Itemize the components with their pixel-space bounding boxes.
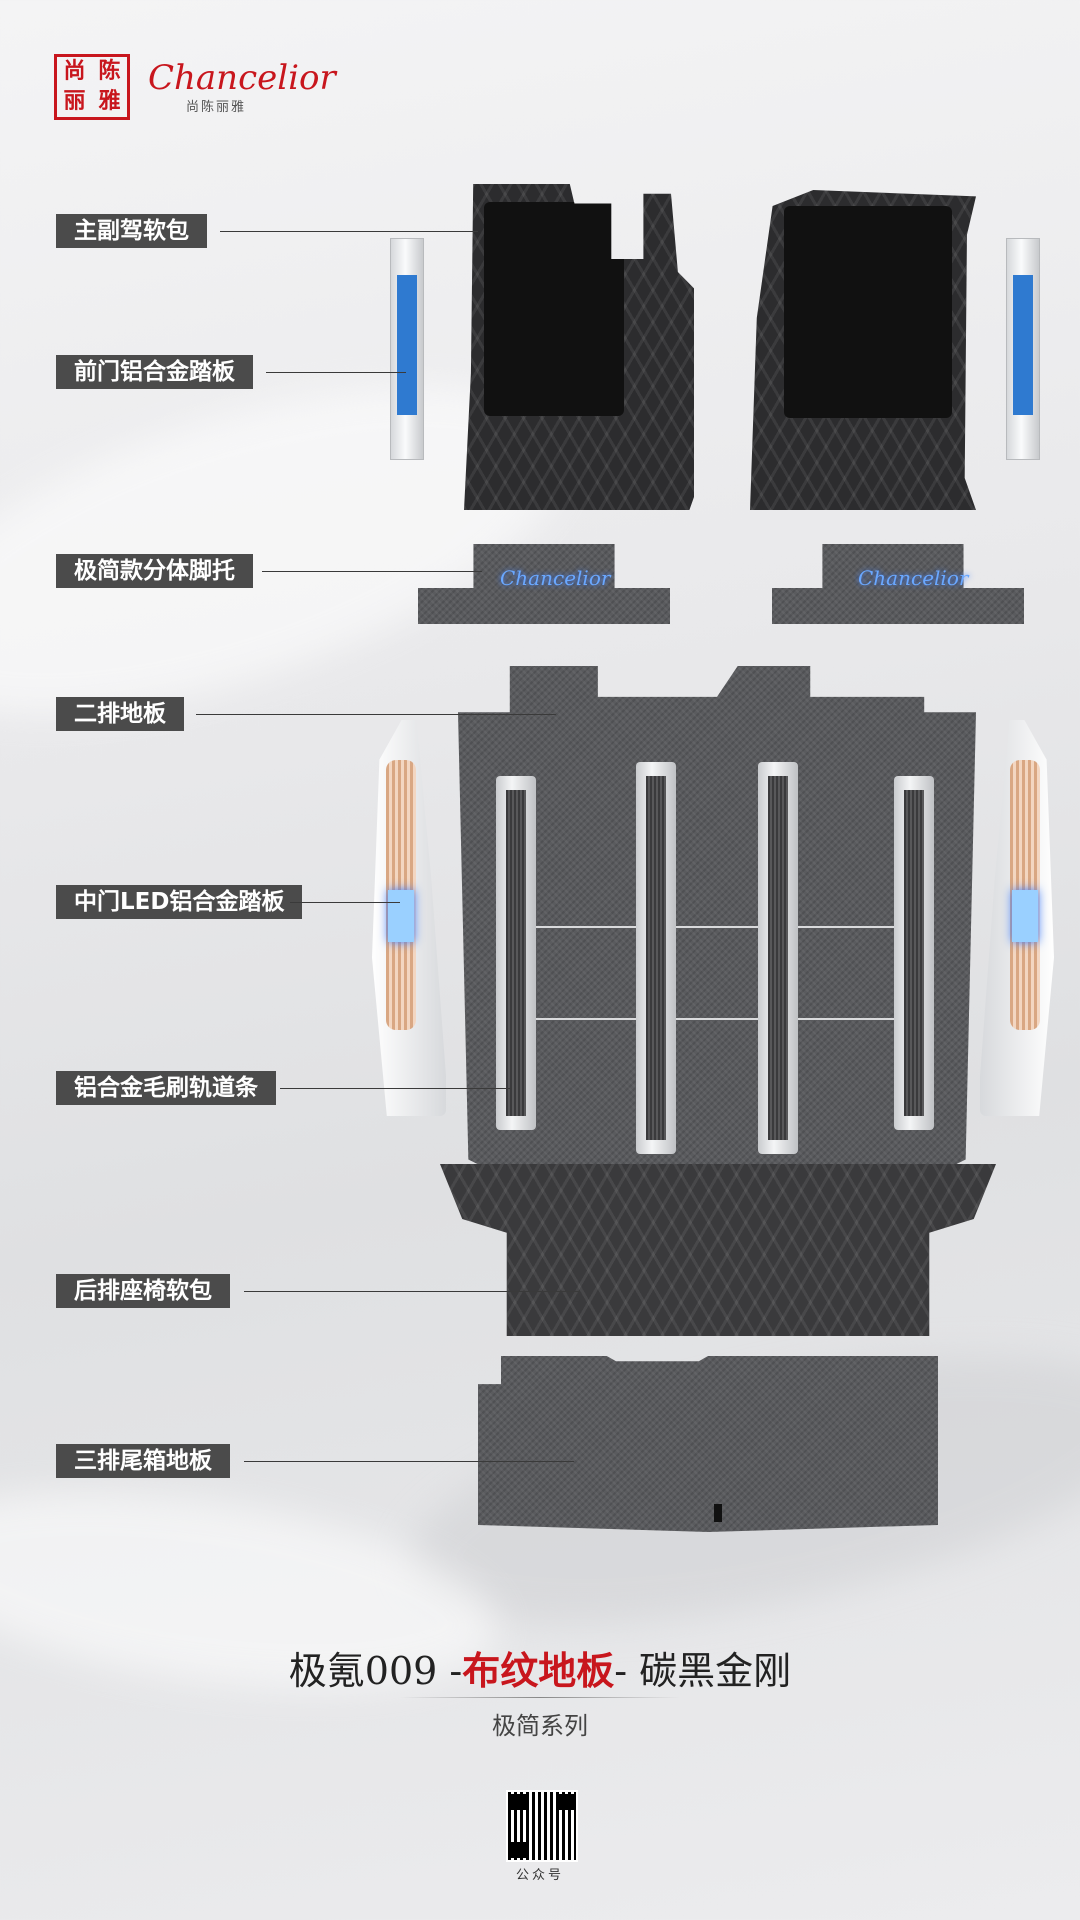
leader-line	[266, 372, 406, 373]
front-door-sill-right	[1006, 238, 1040, 460]
logo-seal-char: 尚	[63, 59, 86, 84]
second-row-floor	[458, 666, 976, 1180]
footrest-led-logo: Chancelior	[858, 566, 969, 590]
trunk-floor	[478, 1356, 938, 1532]
product-title-model: 极氪009 -	[288, 1649, 463, 1693]
qr-caption: 公众号	[515, 1868, 564, 1883]
part-label-rear-seat-mat: 后排座椅软包	[56, 1274, 230, 1308]
leader-line	[244, 1461, 574, 1462]
sill-led-panel	[1012, 890, 1038, 942]
logo-seal-char: 陈	[98, 59, 121, 84]
brand-logo: 尚陈 丽雅	[54, 54, 130, 120]
floor-seam	[518, 926, 918, 928]
trunk-handle	[714, 1504, 722, 1522]
leader-line	[280, 1088, 512, 1089]
qr-code[interactable]	[506, 1790, 578, 1862]
leader-line	[220, 231, 478, 232]
product-subtitle: 极简系列	[492, 1712, 588, 1740]
track-rail	[758, 762, 798, 1154]
middle-door-sill-left	[372, 720, 446, 1116]
product-title-color: - 碳黑金刚	[614, 1649, 792, 1693]
passenger-mat-carpet	[784, 206, 952, 418]
sill-blue-panel	[1013, 275, 1033, 415]
logo-seal-char: 雅	[98, 89, 121, 114]
brand-name: Chancelior	[148, 58, 336, 98]
part-label-front-seat-mat: 主副驾软包	[56, 214, 207, 248]
front-door-sill-left	[390, 238, 424, 460]
footrest-led-logo: Chancelior	[500, 566, 611, 590]
title-divider	[400, 1697, 680, 1698]
leader-line	[262, 571, 482, 572]
logo-seal-char: 丽	[63, 89, 86, 114]
rear-seat-mat	[440, 1164, 996, 1336]
part-label-middle-door-sill: 中门LED铝合金踏板	[56, 885, 303, 919]
leader-line	[196, 714, 556, 715]
track-rail	[636, 762, 676, 1154]
brand-name-cn: 尚陈丽雅	[186, 100, 247, 115]
leader-line	[244, 1291, 580, 1292]
sill-led-panel	[388, 890, 414, 942]
track-rail	[496, 776, 536, 1130]
driver-mat-carpet	[484, 202, 624, 416]
leader-line	[290, 902, 400, 903]
sill-blue-panel	[397, 275, 417, 415]
middle-door-sill-right	[980, 720, 1054, 1116]
part-label-second-row-floor: 二排地板	[56, 697, 184, 731]
track-rail	[894, 776, 934, 1130]
part-label-front-door-sill: 前门铝合金踏板	[56, 355, 253, 389]
part-label-track-rail: 铝合金毛刷轨道条	[56, 1071, 276, 1105]
part-label-footrest: 极简款分体脚托	[56, 554, 253, 588]
passenger-seat-mat	[750, 190, 976, 510]
product-title-material: 布纹地板	[462, 1648, 615, 1693]
driver-seat-mat	[464, 184, 694, 510]
floor-seam	[518, 1018, 918, 1020]
part-label-trunk-floor: 三排尾箱地板	[56, 1444, 230, 1478]
product-title: 极氪009 -布纹地板- 碳黑金刚	[0, 1640, 1080, 1695]
